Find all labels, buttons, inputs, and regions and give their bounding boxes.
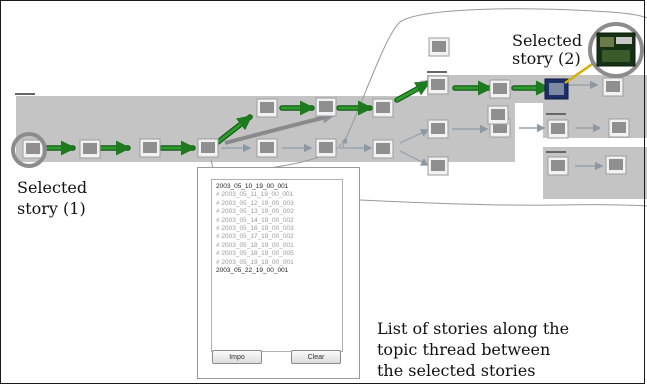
thread-edge	[216, 115, 253, 144]
story-thumbnail	[493, 122, 507, 133]
story-thumbnail	[201, 142, 215, 153]
node-caption	[427, 71, 447, 73]
label-line: Selected	[512, 31, 583, 50]
story-list-item[interactable]: # 2003_05_12_19_00_003	[216, 199, 294, 207]
import-button[interactable]: Impo	[212, 350, 262, 364]
story-thumbnail	[612, 122, 626, 133]
story-list-item[interactable]: 2003_05_10_19_00_001	[216, 183, 289, 190]
story-thumbnail	[491, 109, 505, 120]
caption-line: the selected stories	[377, 361, 536, 380]
curve-connector	[229, 8, 647, 174]
curve-arrow	[341, 137, 348, 148]
highlight-circle-story-1	[11, 132, 47, 168]
story-thumbnail	[260, 102, 274, 113]
curve-connector	[359, 199, 647, 207]
story-thumbnail	[376, 102, 390, 113]
story-list-item[interactable]: # 2003_05_13_19_00_002	[216, 208, 294, 216]
thumbnail-detail	[600, 37, 614, 47]
label-line: Selected	[17, 178, 88, 197]
story-thumbnail	[431, 79, 445, 90]
story-thumbnail	[549, 83, 564, 95]
node-caption	[546, 113, 566, 115]
story-thumbnail	[431, 123, 445, 134]
caption-story-list: List of stories along the topic thread b…	[377, 318, 569, 381]
story-list-item[interactable]: 2003_05_22_19_00_001	[216, 267, 289, 275]
story-thumbnail	[376, 143, 390, 154]
story-thumbnail	[606, 81, 620, 92]
story-thumbnail	[319, 142, 333, 153]
story-thumbnail	[431, 160, 445, 171]
story-thumbnail	[260, 142, 274, 153]
story-thumbnail	[26, 143, 40, 154]
label-line: story (2)	[512, 49, 581, 68]
label-selected-story-2: Selected story (2)	[512, 32, 582, 68]
edge-arrow	[399, 150, 430, 166]
edge-arrow	[399, 129, 430, 144]
story-list-item[interactable]: # 2003_05_17_19_00_002	[216, 233, 294, 241]
story-list-item[interactable]: # 2003_05_16_19_00_003	[216, 225, 294, 233]
story-list-panel: 2003_05_10_19_00_001# 2003_05_11_19_00_0…	[197, 167, 360, 379]
story-thumbnail	[609, 159, 623, 170]
edge-thick	[224, 113, 334, 145]
story-thumbnail	[493, 83, 507, 94]
story-list-item[interactable]: # 2003_05_14_19_00_002	[216, 216, 294, 224]
thumbnail-detail	[602, 50, 630, 62]
story-list-item[interactable]: # 2003_05_11_19_00_001	[216, 191, 294, 199]
story-thumbnail	[432, 41, 446, 52]
node-caption	[546, 151, 566, 153]
label-line: story (1)	[17, 199, 86, 218]
story-list[interactable]: 2003_05_10_19_00_001# 2003_05_11_19_00_0…	[211, 179, 343, 352]
story-list-item[interactable]: # 2003_05_18_19_00_001	[216, 241, 294, 249]
caption-line: topic thread between	[377, 340, 551, 359]
story-thumbnail	[143, 142, 157, 153]
thread-edge	[395, 81, 431, 102]
label-selected-story-1: Selected story (1)	[17, 177, 87, 219]
story-list-item[interactable]: # 2003_05_18_19_00_005	[216, 250, 294, 258]
caption-line: List of stories along the	[377, 319, 570, 338]
story-list-item[interactable]: # 2003_05_19_19_00_001	[216, 258, 294, 266]
story-thumbnail	[83, 143, 97, 154]
node-caption	[15, 93, 35, 95]
clear-button[interactable]: Clear	[291, 350, 341, 364]
story-thumbnail	[551, 123, 565, 134]
thumbnail-detail	[616, 37, 632, 44]
story-thumbnail	[551, 160, 565, 171]
story-thumbnail	[319, 101, 333, 112]
